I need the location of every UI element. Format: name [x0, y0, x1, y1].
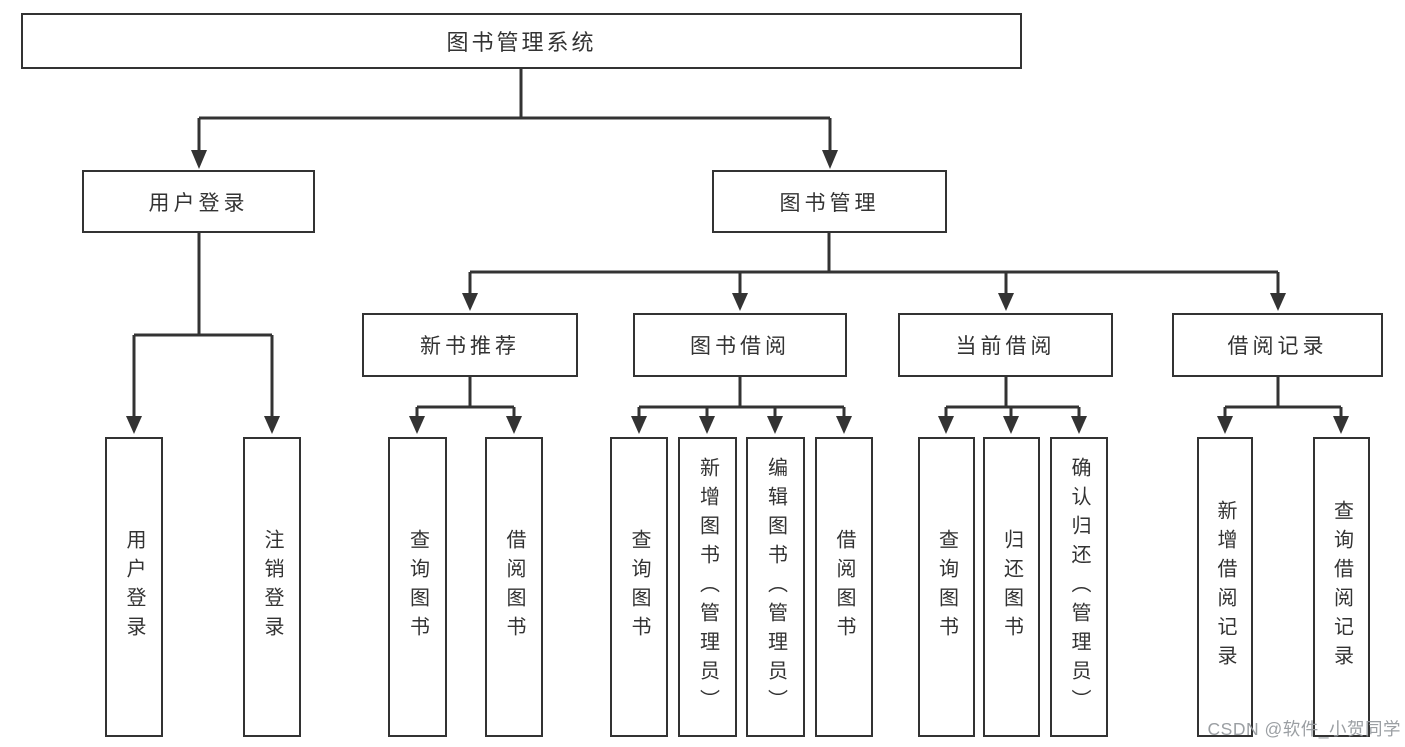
leaf-rec-query-books: 查询图书 [388, 437, 447, 737]
leaf-user-login: 用户登录 [105, 437, 163, 737]
leaf-bb-add-books-admin: 新增图书（管理员） [678, 437, 737, 737]
node-new-book-recommend: 新书推荐 [362, 313, 578, 377]
node-library-management-system: 图书管理系统 [21, 13, 1022, 69]
node-user-login: 用户登录 [82, 170, 315, 233]
leaf-br-add-record: 新增借阅记录 [1197, 437, 1253, 737]
node-borrowing-records: 借阅记录 [1172, 313, 1383, 377]
leaf-bb-edit-books-admin: 编辑图书（管理员） [746, 437, 805, 737]
leaf-rec-borrow-books: 借阅图书 [485, 437, 543, 737]
leaf-cb-return-books: 归还图书 [983, 437, 1040, 737]
leaf-cb-confirm-return-admin: 确认归还（管理员） [1050, 437, 1108, 737]
leaf-bb-query-books: 查询图书 [610, 437, 668, 737]
node-current-borrowing: 当前借阅 [898, 313, 1113, 377]
arrowheads [126, 150, 1349, 434]
watermark-text: CSDN @软件_小贺同学 [1207, 719, 1401, 739]
leaf-logout: 注销登录 [243, 437, 301, 737]
leaf-bb-borrow-books: 借阅图书 [815, 437, 873, 737]
leaf-cb-query-books: 查询图书 [918, 437, 975, 737]
node-book-borrowing: 图书借阅 [633, 313, 847, 377]
node-book-management: 图书管理 [712, 170, 947, 233]
leaf-br-query-record: 查询借阅记录 [1313, 437, 1370, 737]
